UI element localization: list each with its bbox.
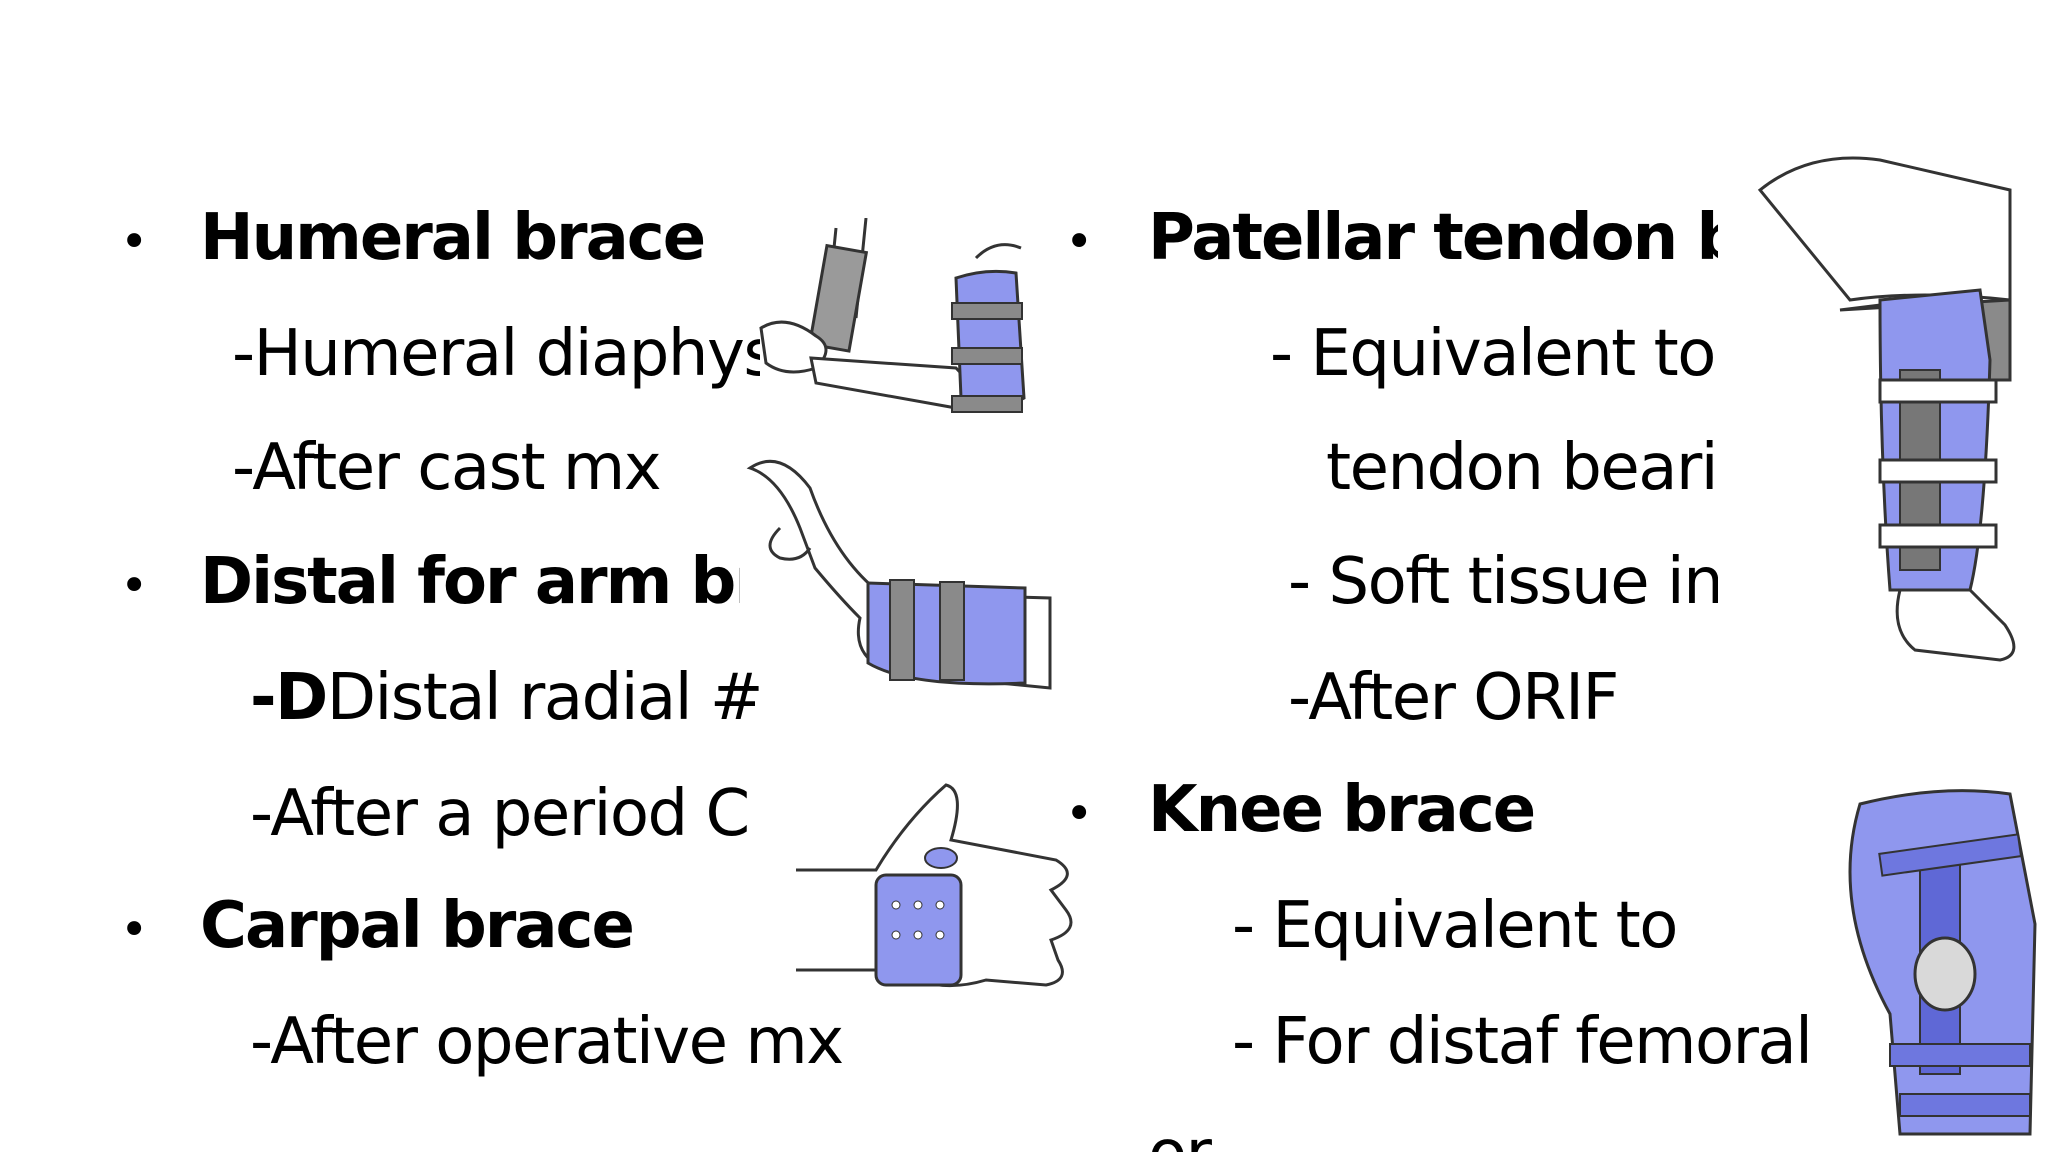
humeral-brace-title: Humeral brace: [200, 201, 706, 275]
humeral-item-1: -Humeral diaphyseal #: [232, 317, 760, 391]
carpal-item-1: -After operative mx: [250, 1005, 844, 1079]
knee-item-2: - For distaf femoral: [1232, 1005, 1813, 1079]
bullet: •: [1065, 214, 1094, 270]
distal-item-1-prefix: -D: [250, 661, 328, 735]
bullet: •: [120, 558, 149, 614]
knee-brace-title: Knee brace: [1148, 773, 1536, 847]
knee-brace-illustration: [1848, 789, 2037, 1136]
distal-item-1: -DDistal radial #: [250, 660, 760, 736]
bullet: •: [120, 214, 149, 270]
knee-item-1: - Equivalent to: [1232, 889, 1678, 963]
humeral-brace-illustration: [759, 218, 1026, 413]
forearm-brace-illustration: [746, 459, 1052, 690]
distal-forearm-brace-title: Distal for arm brace: [200, 545, 740, 619]
carpal-brace-title: Carpal brace: [200, 889, 635, 963]
patellar-item-4: -After ORIF: [1288, 661, 1619, 735]
bullet: •: [1065, 786, 1094, 842]
knee-item-3: or: [1148, 1116, 1212, 1152]
carpal-brace-illustration: [796, 783, 1073, 988]
patellar-item-3: - Soft tissue injuries: [1288, 545, 1718, 619]
bullet: •: [120, 902, 149, 958]
distal-item-1-text: Distal radial #: [326, 661, 760, 735]
humeral-item-2: -After cast mx: [232, 431, 662, 505]
distal-item-2: -After a period C: [250, 777, 750, 851]
patellar-tendon-brace-illustration: [1757, 156, 2016, 662]
patellar-item-1: - Equivalent to patellar: [1270, 317, 1718, 391]
patellar-tendon-brace-title: Patellar tendon brace: [1148, 201, 1718, 275]
patellar-item-2: tendon bearing: [1326, 431, 1718, 505]
